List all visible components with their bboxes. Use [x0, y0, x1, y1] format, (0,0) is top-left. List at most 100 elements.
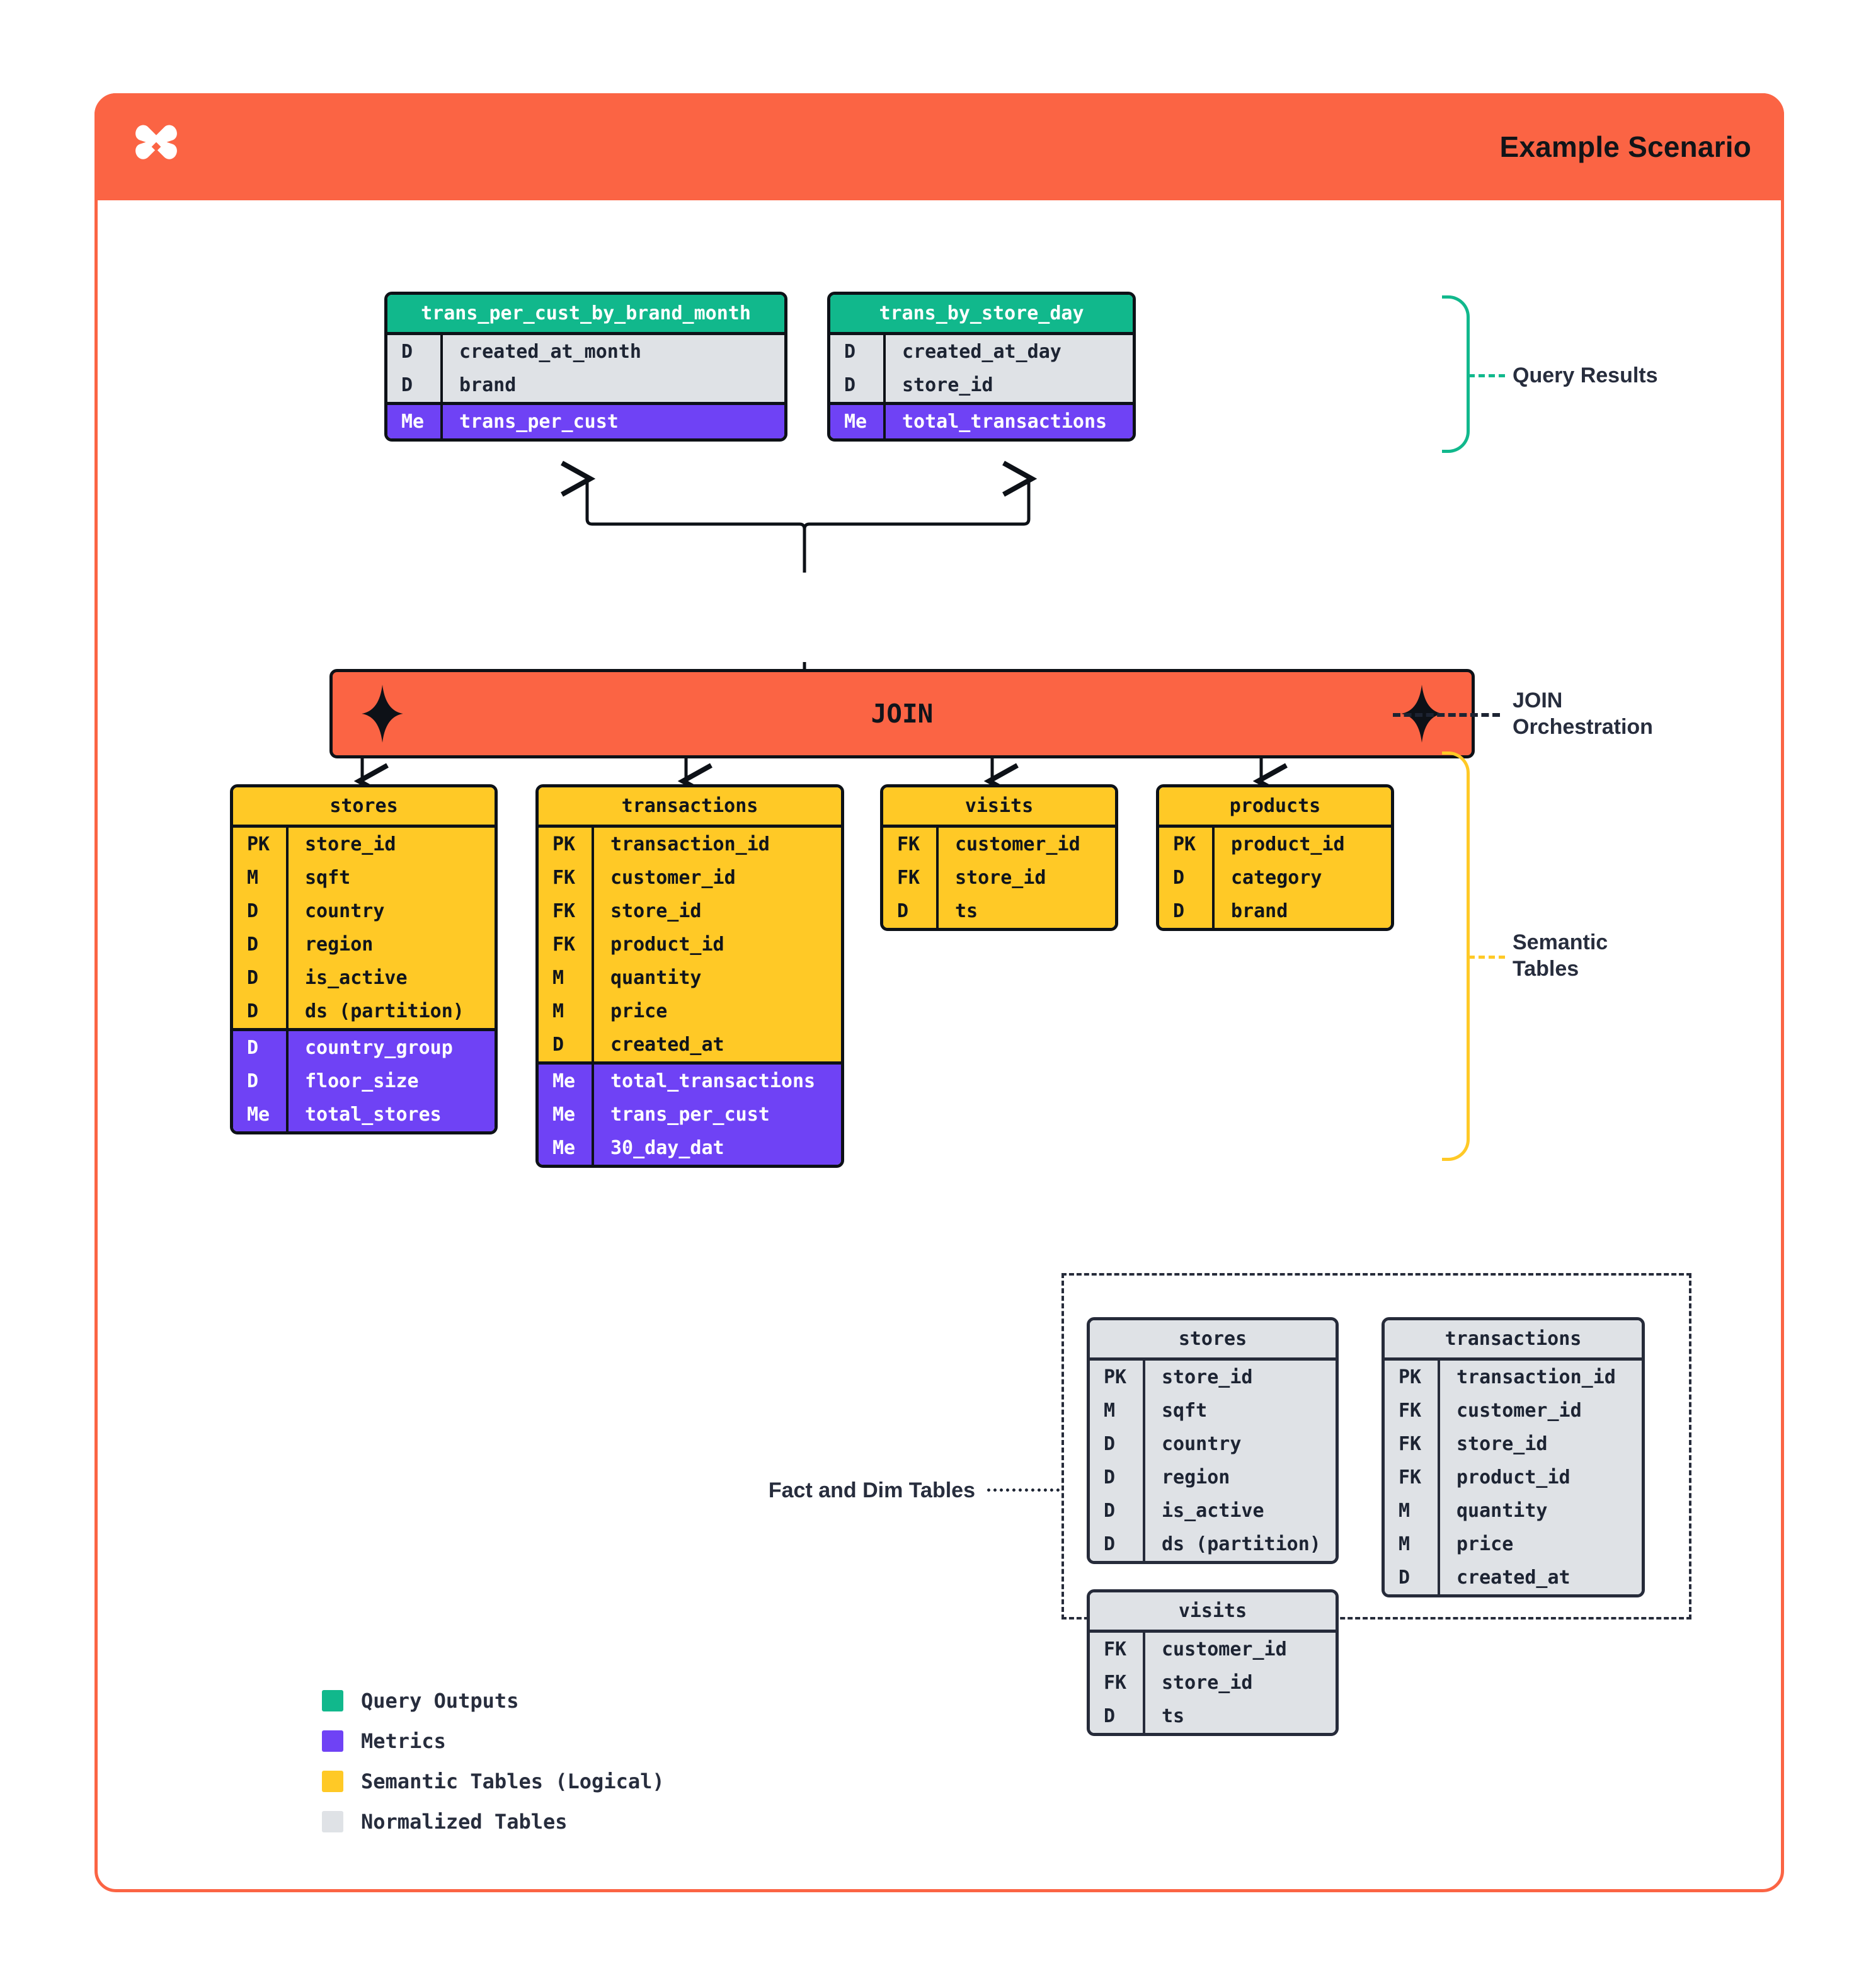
row-field: customer_id	[955, 833, 1080, 855]
table-row: Me total_transactions	[830, 405, 1133, 438]
dimension-rows: D created_at_day D store_id	[830, 335, 1133, 402]
row-field: sqft	[1162, 1400, 1208, 1422]
row-field: store_id	[902, 374, 993, 396]
row-field: created_at_day	[902, 341, 1061, 363]
row-key: M	[233, 861, 289, 894]
row-key: D	[1090, 1427, 1145, 1461]
row-key: FK	[539, 861, 594, 894]
sparkle-icon	[362, 685, 403, 743]
row-key: D	[1090, 1494, 1145, 1528]
row-key: D	[830, 335, 886, 368]
query-result-table-trans-per-cust-by-brand-month[interactable]: trans_per_cust_by_brand_month D created_…	[384, 292, 787, 442]
row-key: PK	[233, 828, 289, 861]
query-results-label: Query Results	[1513, 363, 1658, 387]
row-field: product_id	[1231, 833, 1345, 855]
row-field: customer_id	[1456, 1400, 1582, 1422]
table-row: D brand	[387, 368, 784, 402]
legend-swatch-semantic-tables	[322, 1771, 343, 1792]
row-field: total_transactions	[610, 1070, 816, 1092]
join-orchestration-label: JOIN Orchestration	[1513, 688, 1653, 740]
query-result-table-trans-by-store-day[interactable]: trans_by_store_day D created_at_day D st…	[827, 292, 1136, 442]
fact-and-dim-tables-label: Fact and Dim Tables	[768, 1478, 975, 1502]
row-key: M	[1385, 1528, 1440, 1561]
row-key: FK	[883, 828, 939, 861]
metric-rows: Me trans_per_cust	[387, 402, 784, 438]
row-key: Me	[539, 1098, 594, 1131]
row-key: M	[539, 995, 594, 1028]
table-row: PK store_id	[233, 828, 495, 861]
row-field: store_id	[955, 867, 1046, 889]
row-key: D	[883, 894, 939, 928]
table-row: D created_at_month	[387, 335, 784, 368]
row-field: ts	[1162, 1705, 1185, 1727]
legend-label: Query Outputs	[361, 1689, 519, 1713]
row-key: D	[233, 928, 289, 961]
table-title: stores	[1090, 1320, 1336, 1361]
row-key: D	[1159, 894, 1215, 928]
row-key: D	[1090, 1461, 1145, 1494]
semantic-tables-bracket	[1442, 751, 1470, 1161]
row-field: quantity	[1456, 1500, 1548, 1522]
row-field: product_id	[1456, 1466, 1571, 1488]
row-field: country_group	[305, 1037, 453, 1059]
row-field: brand	[1231, 900, 1288, 922]
row-field: brand	[459, 374, 517, 396]
table-row: Me trans_per_cust	[387, 405, 784, 438]
table-row: FK store_id	[883, 861, 1115, 894]
page-title: Example Scenario	[1499, 130, 1751, 163]
row-key: D	[233, 961, 289, 995]
row-field: country	[305, 900, 385, 922]
row-field: created_at	[610, 1034, 724, 1056]
row-field: price	[610, 1000, 668, 1022]
row-key: D	[233, 1031, 289, 1065]
row-key: FK	[539, 928, 594, 961]
row-key: D	[233, 894, 289, 928]
legend-label: Normalized Tables	[361, 1810, 568, 1834]
row-key: FK	[1090, 1633, 1145, 1666]
row-key: D	[830, 368, 886, 402]
legend-item-query-outputs: Query Outputs	[322, 1689, 665, 1713]
row-key: PK	[1090, 1361, 1145, 1394]
join-orchestration-bar[interactable]: JOIN	[329, 669, 1475, 758]
row-key: M	[1090, 1394, 1145, 1427]
dimension-rows: D created_at_month D brand	[387, 335, 784, 402]
row-key: FK	[883, 861, 939, 894]
row-key: M	[1385, 1494, 1440, 1528]
row-key: D	[1159, 861, 1215, 894]
card-header: Example Scenario	[94, 93, 1784, 200]
row-field: store_id	[305, 833, 396, 855]
row-field: transaction_id	[1456, 1366, 1616, 1388]
legend-label: Semantic Tables (Logical)	[361, 1769, 665, 1793]
table-title: transactions	[1385, 1320, 1642, 1361]
